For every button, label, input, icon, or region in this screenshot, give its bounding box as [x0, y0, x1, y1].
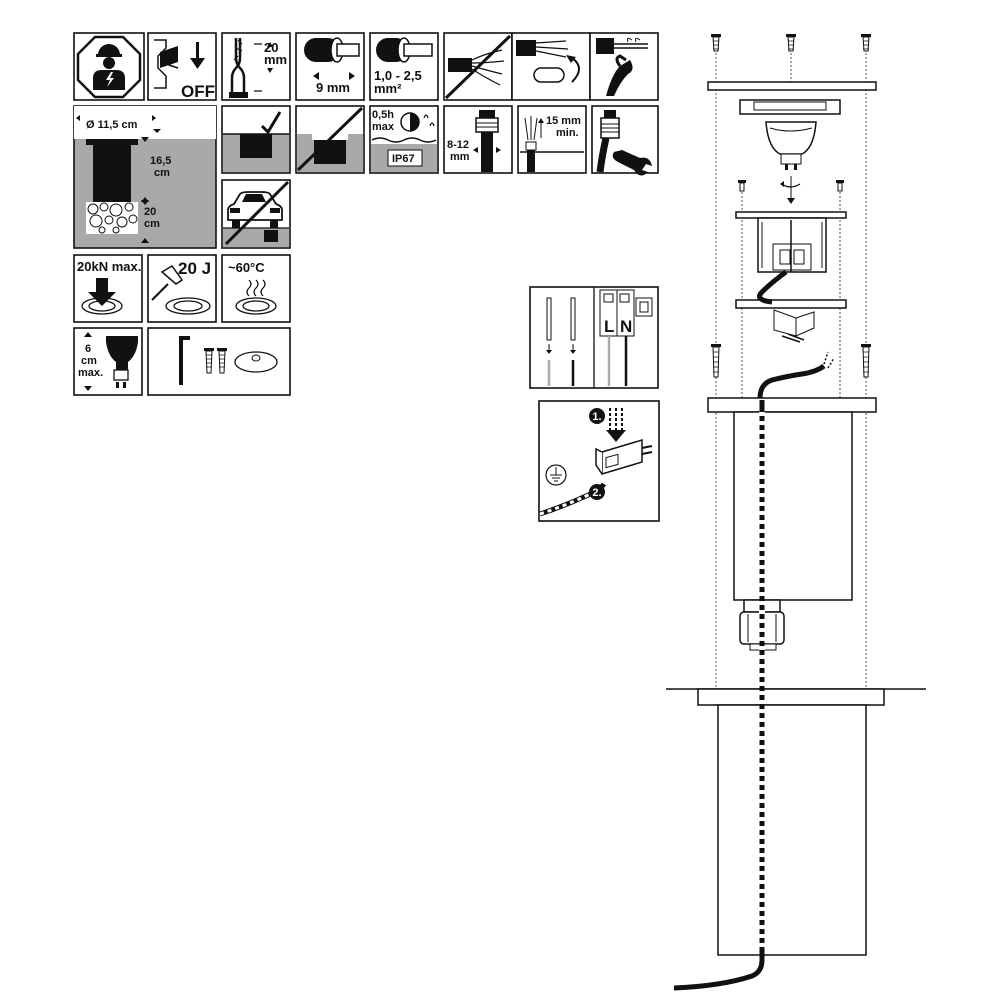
strip-length-label: 20 mm	[264, 40, 287, 67]
lamp-height-line: cm	[81, 355, 97, 367]
gravel-depth-line: cm	[144, 218, 160, 230]
wire-section-line: mm²	[374, 81, 402, 96]
cable-diameter-line: mm	[450, 151, 470, 163]
strip-length-line: mm	[264, 52, 287, 67]
seal-ring-icon	[234, 351, 278, 373]
cable-diameter-label: 8-12 mm	[447, 139, 472, 163]
electrician-icon	[73, 32, 145, 101]
bulb-icon	[765, 121, 817, 204]
cable-diameter-icon: 8-12 mm	[443, 105, 513, 174]
gravel-depth-line: 20	[144, 206, 156, 218]
step-2-label: 2.	[592, 487, 601, 499]
hole-depth-label: 16,5 cm	[150, 155, 174, 179]
hole-diameter-label: Ø 11,5 cm	[86, 119, 138, 131]
lamp-height-icon: 6 cm max.	[73, 327, 143, 396]
hole-dimensions-icon: Ø 11,5 cm 16,5 cm 20 cm	[73, 105, 217, 249]
load-label: 20kN max.	[77, 259, 141, 274]
no-vehicle-icon	[221, 179, 291, 249]
ground-connector-icon: 1. 2.	[538, 400, 660, 522]
immersion-time-line: max	[372, 121, 395, 133]
cable-clearance-line: 15 mm	[546, 115, 581, 127]
cable-clearance-icon: 15 mm min.	[517, 105, 587, 174]
strip-length-icon: 20 mm	[221, 32, 291, 101]
cable-clearance-label: 15 mm min.	[546, 115, 584, 139]
off-label: OFF	[181, 82, 215, 101]
included-parts-icon	[147, 327, 291, 396]
immersion-time-label: 0,5h max	[372, 109, 397, 133]
recessed-install-forbidden-icon	[295, 105, 365, 174]
wire-section-line: 1,0 - 2,5	[374, 68, 422, 83]
strip-length-line: 20	[264, 40, 278, 55]
ip-label: IP67	[392, 153, 415, 165]
flush-install-ok-icon	[221, 105, 291, 174]
step-1-label: 1.	[592, 411, 601, 423]
temperature-icon: ~60°C	[221, 254, 291, 323]
lamp-height-label: 6 cm max.	[78, 343, 103, 379]
no-loose-wires-icon	[443, 32, 513, 101]
terminal-n-label: N	[620, 317, 632, 336]
wrench-icon	[591, 105, 659, 176]
immersion-time-line: 0,5h	[372, 109, 394, 121]
strip-jacket-icon: 9 mm	[295, 32, 365, 101]
strip-jacket-label: 9 mm	[316, 80, 350, 95]
wire-section-icon: 1,0 - 2,5 mm²	[369, 32, 439, 101]
lamp-height-line: 6	[85, 343, 91, 355]
terminal-l-label: L	[604, 317, 614, 336]
wire-section-label: 1,0 - 2,5 mm²	[374, 68, 425, 96]
screw-icon	[204, 348, 227, 374]
cable-clearance-line: min.	[556, 127, 579, 139]
top-screws	[711, 34, 871, 52]
lamp-height-line: max.	[78, 367, 103, 379]
crimp-pliers-icon	[589, 32, 659, 101]
power-off-icon: OFF	[147, 32, 217, 101]
earth-ground-icon	[545, 464, 567, 486]
impact-label: 20 J	[178, 259, 211, 278]
wiring-terminal-icon: L N	[529, 286, 659, 389]
gravel-depth-label: 20 cm	[144, 206, 160, 230]
exploded-view	[666, 34, 926, 991]
temperature-label: ~60°C	[228, 260, 265, 275]
load-rating-icon: 20kN max.	[73, 254, 143, 323]
hole-depth-line: 16,5	[150, 155, 171, 167]
ip-rating-icon: 0,5h max IP67	[369, 105, 439, 174]
twist-wires-icon	[511, 32, 591, 101]
allen-key-icon	[179, 336, 190, 385]
hole-depth-line: cm	[154, 167, 170, 179]
gravel	[86, 202, 138, 234]
impact-rating-icon: 20 J	[147, 254, 217, 323]
cable-diameter-line: 8-12	[447, 139, 469, 151]
